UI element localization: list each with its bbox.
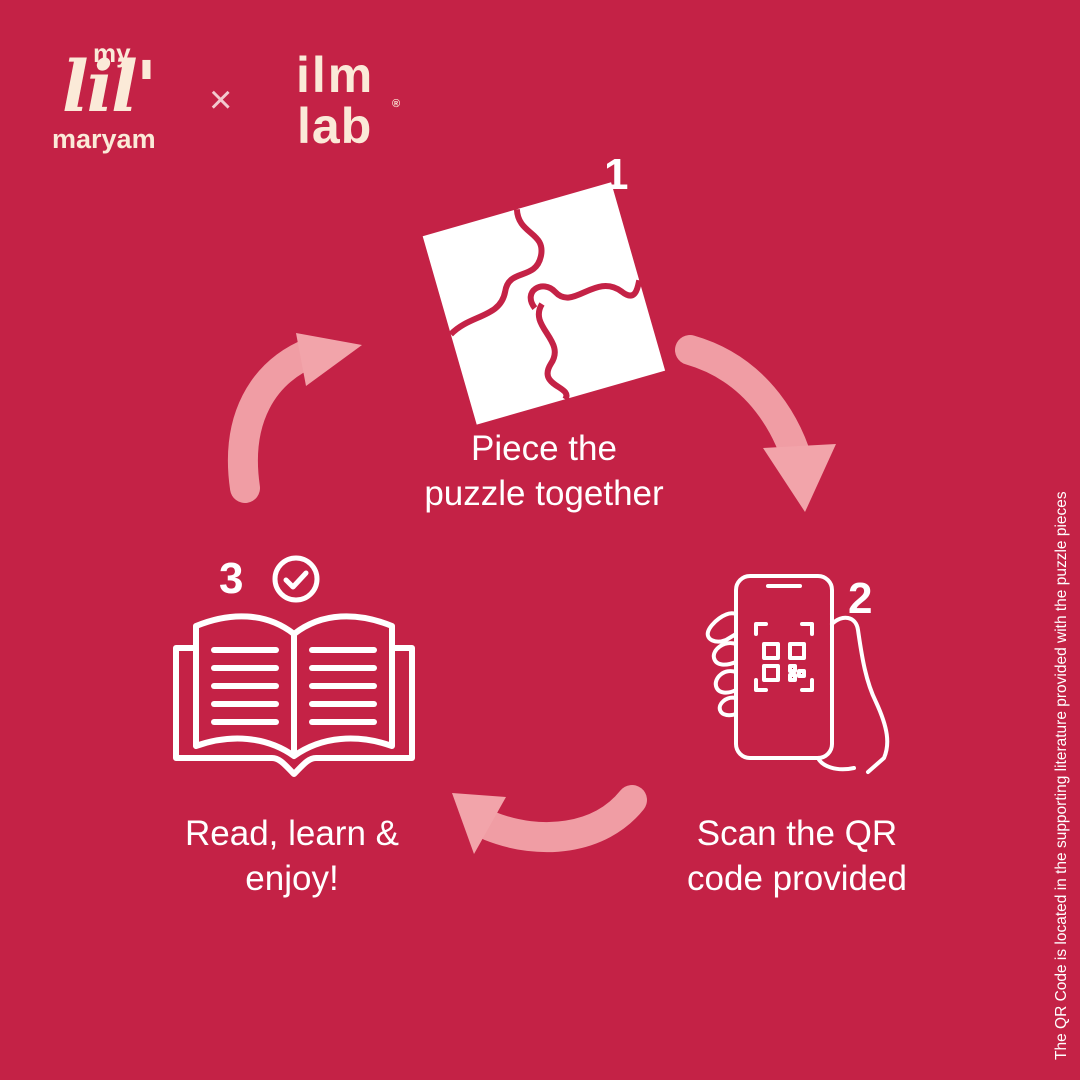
step-2-caption-line1: Scan the QR (696, 814, 898, 853)
step-2-caption-line2: code provided (687, 859, 907, 898)
collaboration-x-separator: × (209, 78, 233, 122)
step-1-number: 1 (604, 150, 629, 199)
step-1-caption-line2: puzzle together (424, 474, 664, 513)
step-3-caption: Read, learn & enjoy! (92, 811, 492, 901)
step-2-caption: Scan the QR code provided (597, 811, 997, 901)
phone-qr-scan-icon (705, 574, 890, 774)
open-book-icon (173, 613, 415, 777)
my-lil-maryam-logo-my: my (93, 38, 131, 68)
qr-location-footnote: The QR Code is located in the supporting… (1053, 491, 1070, 1060)
step-1-caption-line1: Piece the (471, 429, 617, 468)
check-circle-icon (272, 555, 320, 603)
step-1-caption: Piece the puzzle together (344, 426, 744, 516)
step-3-caption-line1: Read, learn & (184, 814, 400, 853)
registered-mark: ® (392, 98, 401, 110)
step-3-number: 3 (219, 554, 244, 603)
step-2-number: 2 (848, 574, 873, 623)
step-3-caption-line2: enjoy! (245, 859, 339, 898)
my-lil-maryam-logo-maryam: maryam (52, 124, 156, 154)
puzzle-icon (422, 182, 666, 425)
ilm-lab-logo-ilm: ilm (296, 47, 375, 103)
ilm-lab-logo-lab: lab (297, 98, 373, 154)
my-lil-maryam-logo-lil: lil' (62, 45, 157, 128)
